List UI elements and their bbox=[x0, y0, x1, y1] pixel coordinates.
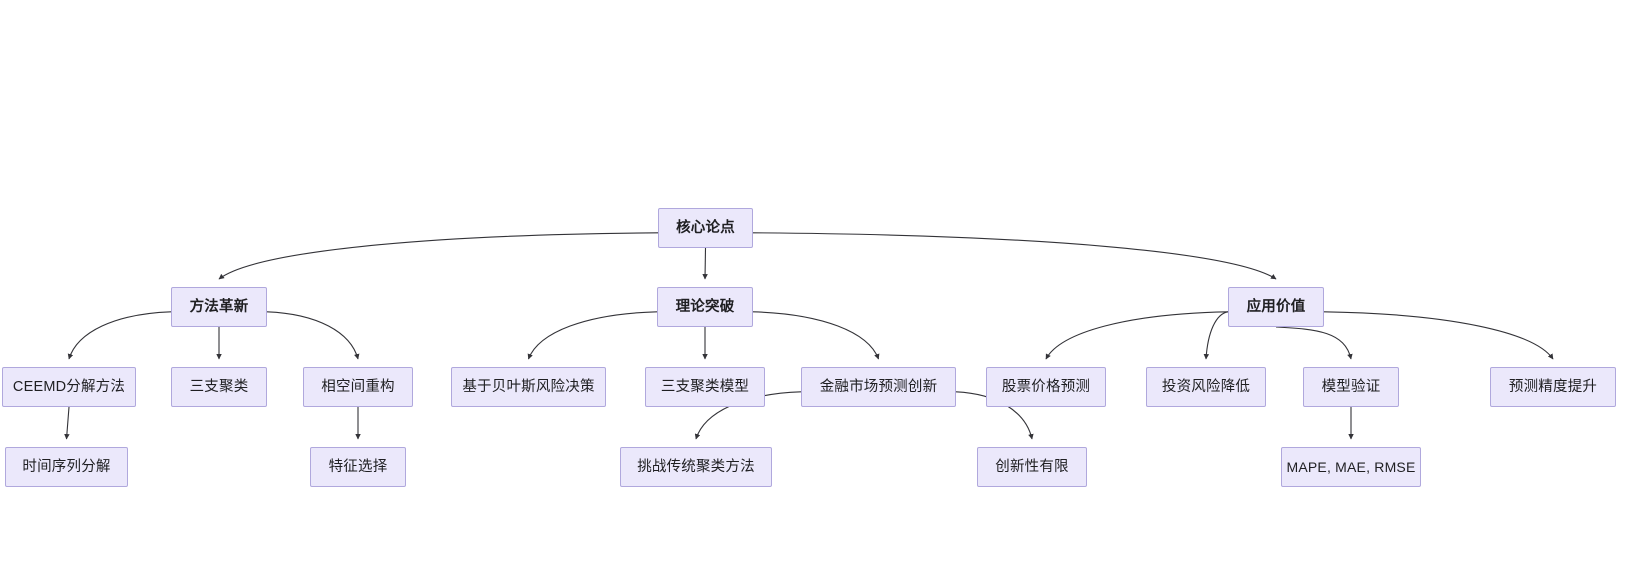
node-label: 创新性有限 bbox=[995, 458, 1069, 475]
node-label: 应用价值 bbox=[1246, 298, 1306, 315]
node-l2c1[interactable]: 股票价格预测 bbox=[986, 367, 1106, 407]
node-label: 理论突破 bbox=[675, 298, 735, 315]
node-root[interactable]: 核心论点 bbox=[658, 208, 753, 248]
node-label: 特征选择 bbox=[328, 458, 388, 475]
node-label: 金融市场预测创新 bbox=[819, 378, 938, 395]
node-label: 三支聚类模型 bbox=[660, 378, 750, 395]
edge-l1c-to-l2c2 bbox=[1203, 311, 1229, 360]
node-label: 挑战传统聚类方法 bbox=[637, 458, 755, 475]
edge-l1c-to-l2c1 bbox=[1045, 311, 1229, 360]
node-l3c[interactable]: 挑战传统聚类方法 bbox=[620, 447, 772, 487]
edge-root-to-l1c bbox=[752, 232, 1277, 280]
node-l3a[interactable]: 时间序列分解 bbox=[5, 447, 128, 487]
node-l1b[interactable]: 理论突破 bbox=[657, 287, 753, 327]
edge-l1b-to-l2b3 bbox=[752, 311, 880, 360]
node-l1c[interactable]: 应用价值 bbox=[1228, 287, 1324, 327]
node-label: 相空间重构 bbox=[321, 378, 395, 395]
edge-root-to-l1b bbox=[702, 247, 708, 280]
edge-l1c-to-l2c3 bbox=[1275, 326, 1353, 360]
node-label: 时间序列分解 bbox=[22, 458, 111, 475]
node-label: 基于贝叶斯风险决策 bbox=[462, 378, 595, 395]
node-label: 核心论点 bbox=[676, 219, 735, 236]
edge-root-to-l1a bbox=[218, 232, 659, 280]
node-l2b3[interactable]: 金融市场预测创新 bbox=[801, 367, 956, 407]
node-label: 投资风险降低 bbox=[1161, 378, 1251, 395]
node-l2b1[interactable]: 基于贝叶斯风险决策 bbox=[451, 367, 606, 407]
edge-l1a-to-l2a3 bbox=[266, 311, 360, 360]
node-l2c3[interactable]: 模型验证 bbox=[1303, 367, 1399, 407]
edge-l2a1-to-l3a bbox=[64, 406, 70, 440]
node-label: CEEMD分解方法 bbox=[12, 378, 126, 395]
node-label: 三支聚类 bbox=[189, 378, 249, 395]
node-l2c2[interactable]: 投资风险降低 bbox=[1146, 367, 1266, 407]
node-label: 股票价格预测 bbox=[1001, 378, 1091, 395]
edge-l1c-to-l2c4 bbox=[1323, 311, 1554, 360]
edge-l1b-to-l2b1 bbox=[527, 311, 658, 360]
node-label: 方法革新 bbox=[189, 298, 249, 315]
node-label: 模型验证 bbox=[1321, 378, 1381, 395]
node-l3d[interactable]: 创新性有限 bbox=[977, 447, 1087, 487]
node-l3b[interactable]: 特征选择 bbox=[310, 447, 406, 487]
node-l2b2[interactable]: 三支聚类模型 bbox=[645, 367, 765, 407]
node-l3e[interactable]: MAPE, MAE, RMSE bbox=[1281, 447, 1421, 487]
node-l2c4[interactable]: 预测精度提升 bbox=[1490, 367, 1616, 407]
node-label: MAPE, MAE, RMSE bbox=[1286, 459, 1416, 475]
node-l2a1[interactable]: CEEMD分解方法 bbox=[2, 367, 136, 407]
node-l2a3[interactable]: 相空间重构 bbox=[303, 367, 413, 407]
edge-l1a-to-l2a1 bbox=[67, 311, 172, 360]
node-l1a[interactable]: 方法革新 bbox=[171, 287, 267, 327]
node-l2a2[interactable]: 三支聚类 bbox=[171, 367, 267, 407]
node-label: 预测精度提升 bbox=[1508, 378, 1598, 395]
